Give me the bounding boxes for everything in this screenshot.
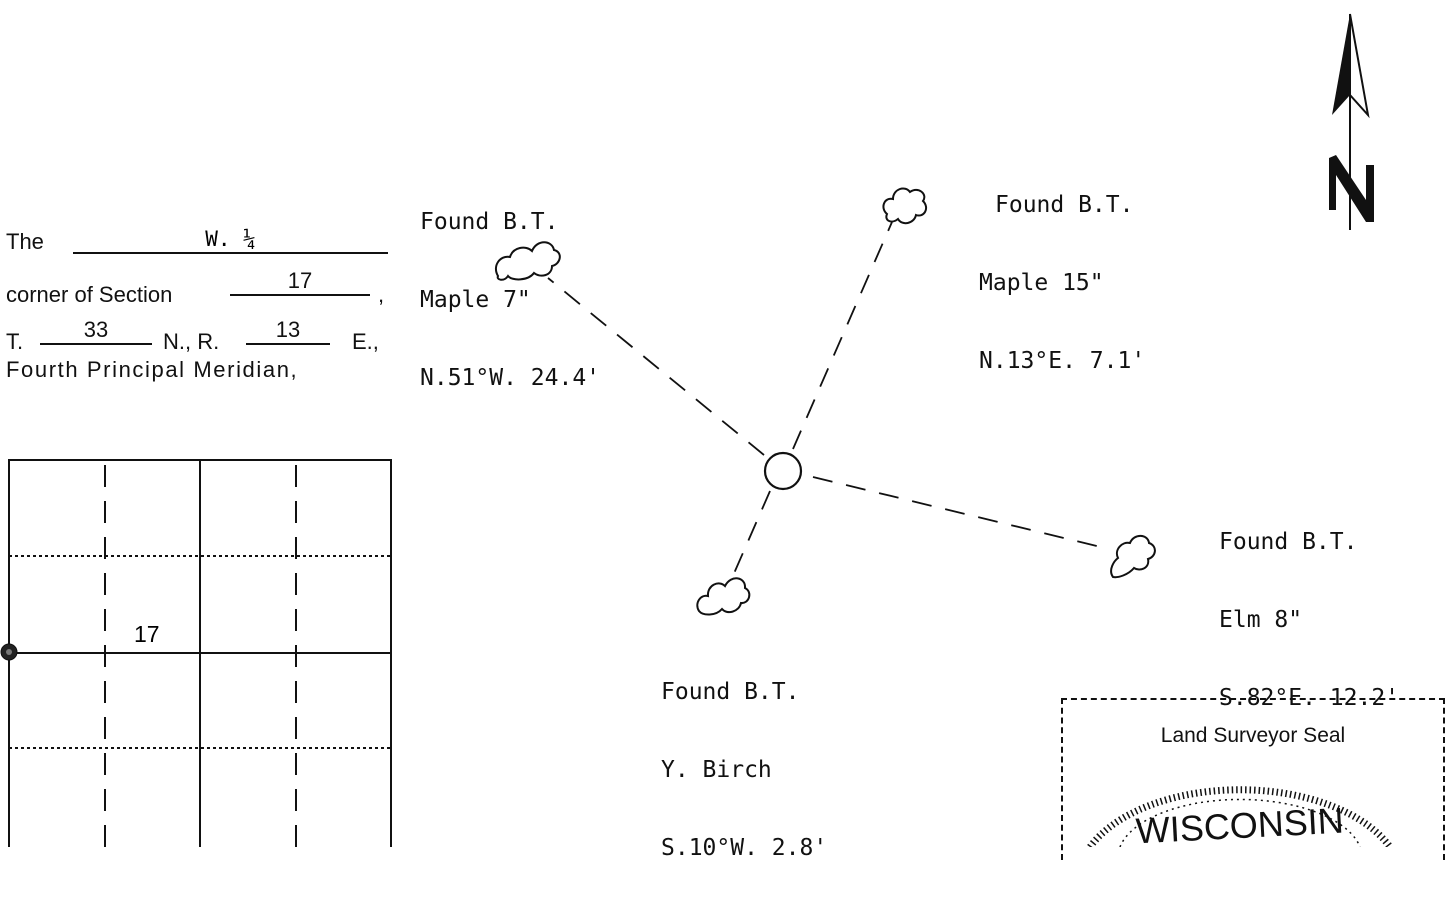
tree-species: Maple 7" xyxy=(420,287,531,313)
corner-blank: W. ¼ xyxy=(73,226,388,254)
section-number-label: 17 xyxy=(134,621,160,647)
tree-icon-maple-ne xyxy=(882,187,927,225)
tree-bearing: N.51°W. 24.4' xyxy=(420,365,601,391)
range-blank: 13 xyxy=(246,317,330,345)
bearing-tree-label-ne: Found B.T. Maple 15" N.13°E. 7.1' xyxy=(979,140,1145,426)
corner-monument-icon xyxy=(763,451,803,491)
survey-sheet: The W. ¼ corner of Section 17 , T. 33 N.… xyxy=(0,13,1445,861)
tree-species: Maple 15" xyxy=(979,270,1104,296)
section-suffix: , xyxy=(378,282,385,307)
tree-icon-birch-sw xyxy=(696,577,751,616)
tie-line-nw xyxy=(547,277,765,456)
township-blank: 33 xyxy=(40,317,152,345)
tie-lines xyxy=(547,221,1106,579)
section-prefix: corner of Section xyxy=(6,282,173,307)
east-label: E., xyxy=(352,329,379,354)
tree-heading: Found B.T. xyxy=(420,209,559,235)
township-prefix: T. xyxy=(6,329,24,354)
north-letter-glyph xyxy=(1329,155,1374,222)
north-range-label: N., R. xyxy=(163,329,220,354)
bearing-tree-label-nw: Found B.T. Maple 7" N.51°W. 24.4' xyxy=(420,157,600,443)
section-grid xyxy=(0,459,392,847)
seal-box xyxy=(1061,698,1445,860)
tie-line-se xyxy=(812,476,1106,549)
north-arrow-icon xyxy=(1329,13,1374,230)
section-blank: 17 xyxy=(230,268,370,296)
tree-icon-elm-se xyxy=(1110,534,1156,579)
tree-bearing: N.13°E. 7.1' xyxy=(979,348,1146,374)
bearing-tree-label-se: Found B.T. Elm 8" S.82°E. 12.2' xyxy=(1219,477,1399,763)
seal-title: Land Surveyor Seal xyxy=(1160,724,1346,747)
seal-stamp-icon: WISCONSIN xyxy=(1087,786,1393,847)
survey-drawing: WISCONSIN xyxy=(0,13,1393,847)
tree-icon-maple-nw xyxy=(494,241,561,281)
tree-heading: Found B.T. xyxy=(661,679,800,705)
the-label: The xyxy=(6,229,44,254)
tie-line-ne xyxy=(792,221,893,450)
tree-species: Y. Birch xyxy=(661,757,772,783)
tree-heading: Found B.T. xyxy=(995,192,1134,218)
tie-line-sw xyxy=(731,490,771,579)
tree-heading: Found B.T. xyxy=(1219,529,1358,555)
meridian-label: Fourth Principal Meridian, xyxy=(6,357,299,382)
tree-bearing: S.10°W. 2.8' xyxy=(661,835,828,861)
bearing-tree-label-sw: Found B.T. Y. Birch S.10°W. 2.8' xyxy=(661,627,827,913)
tree-species: Elm 8" xyxy=(1219,607,1303,633)
